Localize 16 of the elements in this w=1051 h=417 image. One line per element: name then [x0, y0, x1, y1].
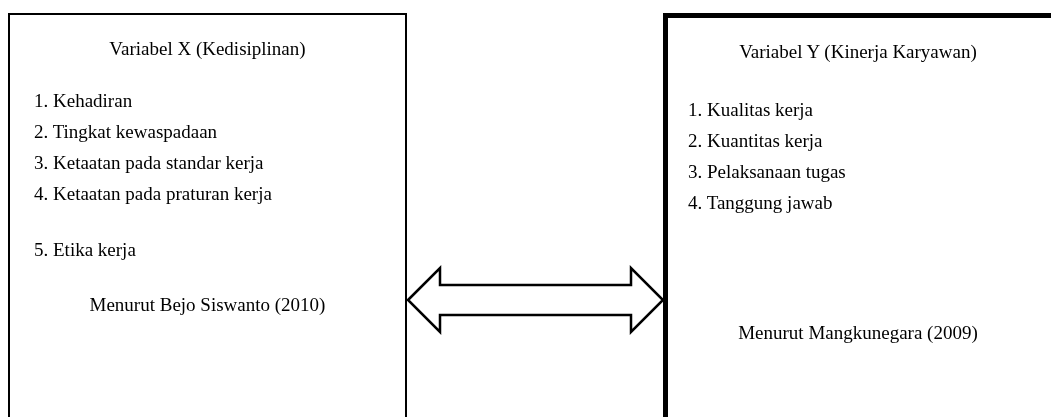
source-note: Menurut Mangkunegara (2009): [737, 321, 979, 345]
list-item: 1. Kehadiran: [34, 89, 134, 113]
double-arrow: [406, 265, 665, 335]
text-box: [663, 13, 1051, 417]
list-item: 4. Ketaatan pada praturan kerja: [34, 182, 273, 206]
text-box: [8, 13, 407, 417]
list-item: 1. Kualitas kerja: [688, 98, 815, 122]
heading: Variabel X (Kedisiplinan): [108, 37, 307, 61]
list-item: 3. Ketaatan pada standar kerja: [34, 151, 265, 175]
list-item: 5. Etika kerja: [34, 238, 137, 262]
source-note: Menurut Bejo Siswanto (2010): [88, 293, 327, 317]
list-item: 2. Tingkat kewaspadaan: [34, 120, 219, 144]
heading: Variabel Y (Kinerja Karyawan): [738, 40, 978, 64]
list-item: 4. Tanggung jawab: [688, 191, 834, 215]
list-item: 3. Pelaksanaan tugas: [688, 160, 847, 184]
list-item: 2. Kuantitas kerja: [688, 129, 824, 153]
